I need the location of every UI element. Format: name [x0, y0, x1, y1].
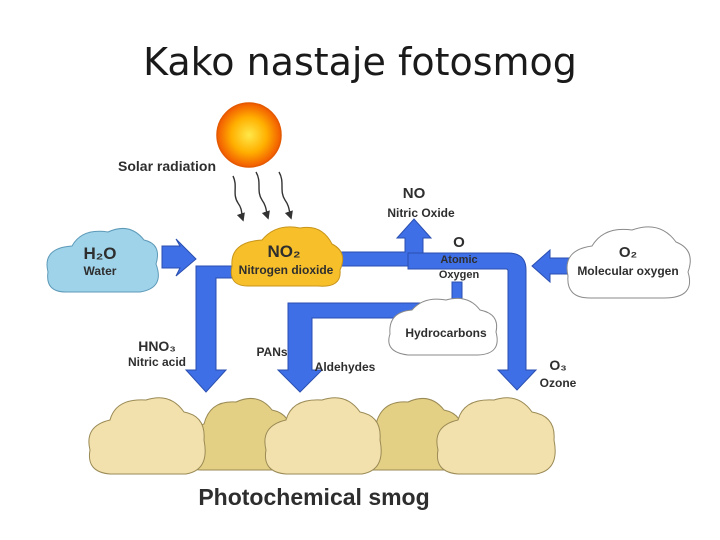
sun-icon: [216, 102, 282, 168]
smog-cloud-1: [88, 397, 206, 475]
slide-title: Kako nastaje fotosmog: [143, 40, 577, 84]
radiation-arrow-1: [232, 175, 245, 222]
solar-radiation-label: Solar radiation: [118, 158, 216, 174]
smog-clouds: [88, 397, 556, 475]
radiation-arrow-3: [278, 171, 293, 220]
smog-label: Photochemical smog: [198, 484, 429, 510]
water-cloud: H₂O Water: [46, 227, 159, 293]
hydrocarbons-label: Hydrocarbons: [405, 326, 487, 340]
no2-name: Nitrogen dioxide: [239, 263, 334, 277]
no-formula: NO: [403, 185, 426, 202]
o2-cloud: O₂ Molecular oxygen: [566, 226, 691, 299]
arrow-o2-to-o: [531, 248, 573, 284]
hno3-name: Nitric acid: [128, 355, 186, 369]
o2-name: Molecular oxygen: [577, 264, 678, 278]
smog-cloud-5: [436, 397, 556, 475]
o-name-line1: Atomic: [440, 254, 477, 266]
no-name: Nitric Oxide: [387, 206, 455, 220]
o3-name: Ozone: [540, 376, 577, 390]
arrow-o-to-ozone: [407, 252, 538, 391]
o2-formula: O₂: [619, 244, 637, 261]
o-formula: O: [453, 234, 465, 251]
no2-formula: NO₂: [267, 242, 300, 261]
pans-label: PANs: [256, 345, 287, 359]
water-formula: H₂O: [83, 244, 116, 263]
no2-cloud: NO₂ Nitrogen dioxide: [230, 226, 344, 287]
o3-formula: O₃: [549, 357, 566, 373]
o-name-line2: Oxygen: [439, 269, 480, 281]
water-name: Water: [84, 264, 117, 278]
smog-cloud-3: [264, 397, 382, 475]
radiation-arrow-2: [255, 171, 270, 220]
hydrocarbons-cloud: Hydrocarbons: [388, 297, 498, 356]
arrow-no2-to-no: [324, 218, 433, 267]
hno3-formula: HNO₃: [138, 338, 176, 354]
aldehydes-label: Aldehydes: [315, 360, 376, 374]
arrow-water-to-no2: [161, 238, 197, 277]
radiation-arrows: [232, 171, 293, 222]
